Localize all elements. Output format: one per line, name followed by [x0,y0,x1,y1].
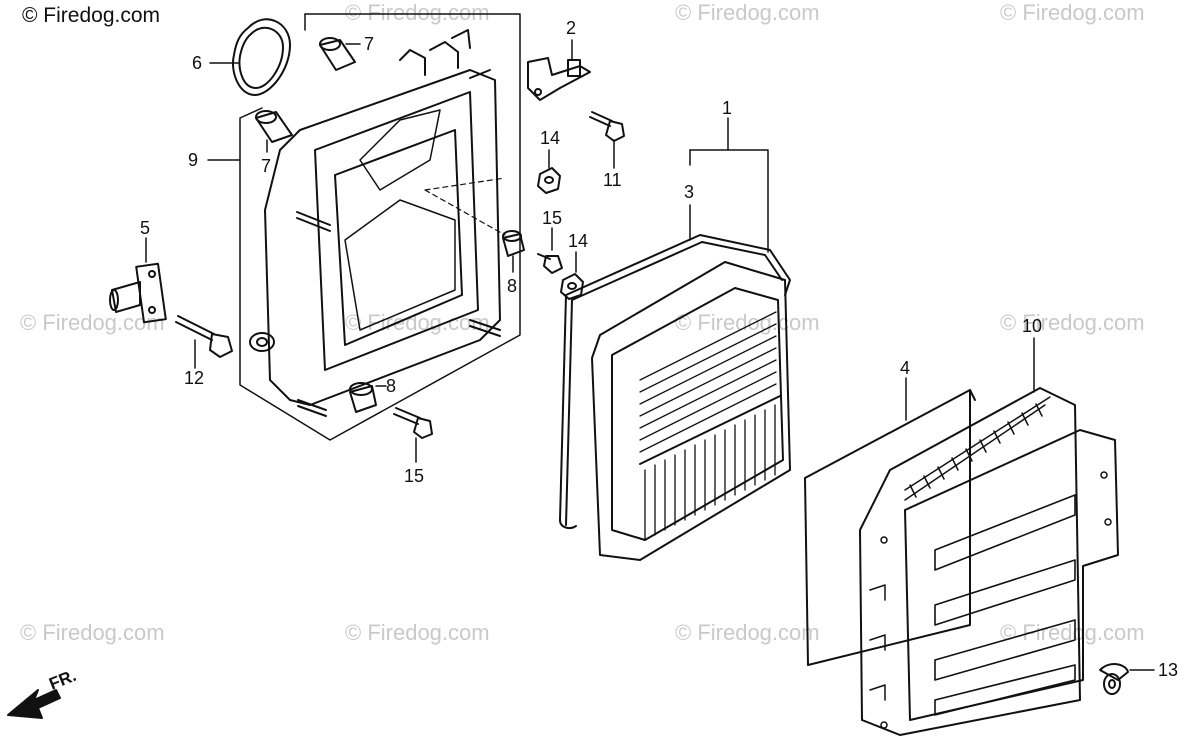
callout-2: 2 [566,18,576,38]
callout-4: 4 [900,358,910,378]
part-15-bolt-upper [537,253,563,274]
alignment-dashes [424,177,506,236]
watermark: © Firedog.com [345,620,490,645]
part-13-wing-nut [1099,663,1129,695]
callout-8: 8 [386,376,396,396]
watermark: © Firedog.com [345,0,490,25]
callout-9: 9 [188,150,198,170]
part-3-element-gasket [559,234,791,529]
callout-14: 14 [540,128,560,148]
part-14-nut-lower [560,273,584,300]
callout-5: 5 [140,218,150,238]
part-8-spacer-right [502,230,525,257]
part-7-bushing-upper [319,37,356,71]
callout-6: 6 [192,53,202,73]
callout-15: 15 [542,208,562,228]
front-direction-arrow [7,689,61,719]
watermark: © Firedog.com [20,620,165,645]
part-4-foam-prefilter [804,389,976,666]
callout-13: 13 [1158,660,1178,680]
part-15-bolt-lower [393,407,433,439]
part-2-bracket [527,57,591,101]
watermarks: © Firedog.com © Firedog.com © Firedog.co… [20,0,1145,645]
callout-3: 3 [684,182,694,202]
part-12-bolt [175,315,233,358]
callout-11: 11 [603,170,622,190]
part-1-filter-element [591,261,791,561]
part-11-bolt [589,111,625,142]
callout-14: 14 [568,231,588,251]
callout-8: 8 [507,276,517,296]
callout-12: 12 [184,368,204,388]
part-6-gasket [232,18,291,96]
part-9-air-cleaner-case [249,29,501,417]
callout-labels: 1 2 3 4 5 6 7 7 8 8 9 10 11 12 13 14 14 … [46,18,1178,694]
callout-10: 10 [1022,316,1042,336]
watermark: © Firedog.com [675,310,820,335]
part-8-spacer-lower [349,382,377,413]
watermark: © Firedog.com [1000,0,1145,25]
front-direction-label: FR. [46,666,79,694]
callout-7: 7 [364,34,374,54]
part-10-cover [859,387,1119,736]
watermark: © Firedog.com [675,620,820,645]
part-7-bushing-lower [255,110,293,143]
part-5-holder [109,262,167,324]
watermark: © Firedog.com [675,0,820,25]
brand-mark: © Firedog.com [22,4,161,27]
part-14-nut-upper [537,167,561,194]
watermark: © Firedog.com [1000,310,1145,335]
watermark: © Firedog.com [20,310,165,335]
callout-1: 1 [722,98,732,118]
part-9-group-outline [239,13,521,441]
callout-15: 15 [404,466,424,486]
leader-lines [145,39,1155,671]
callout-7: 7 [261,156,271,176]
